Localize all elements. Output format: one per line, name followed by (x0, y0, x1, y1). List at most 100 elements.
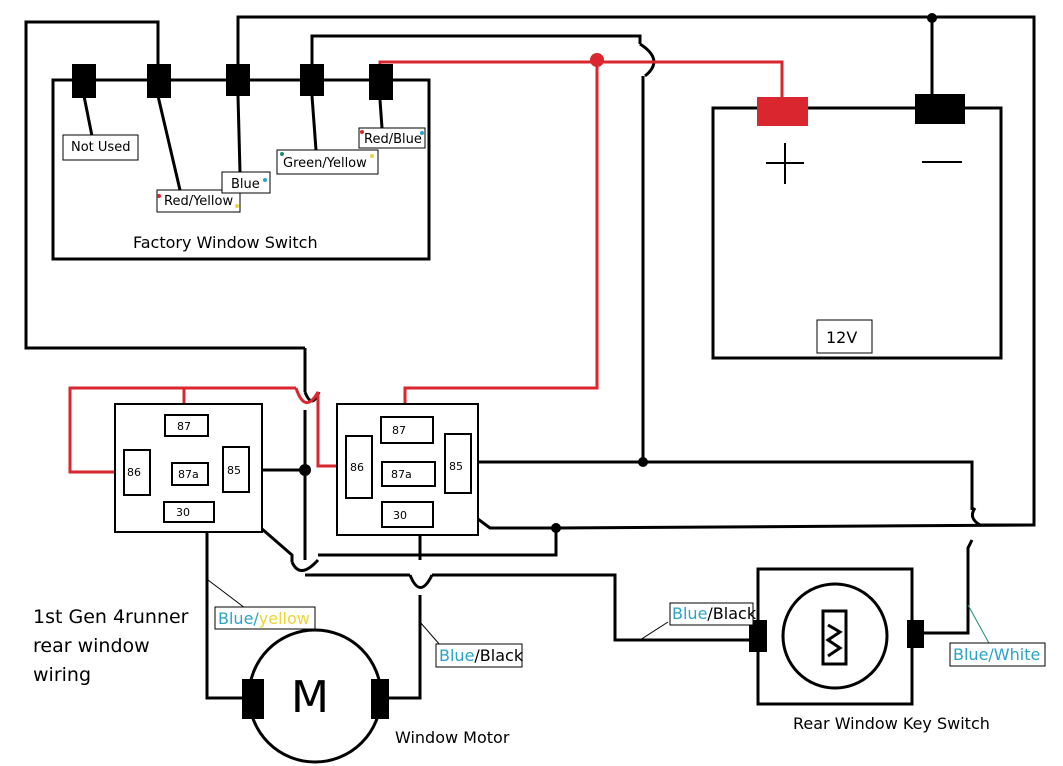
wire-keyswitch-right-riser (920, 539, 974, 635)
label-box-red-blue (358, 127, 426, 149)
label-blue-black-key: Blue/Black (672, 604, 757, 623)
relay-left-label-87a: 87a (178, 468, 199, 481)
wire-greenyellow-hop (639, 42, 656, 78)
relay-left-pin-87a (171, 462, 209, 486)
relay-left-label-30: 30 (176, 506, 190, 519)
relay-right: 87 86 87a 85 30 (336, 403, 479, 536)
voltage-label-box (816, 319, 873, 354)
leader-blue-black-motor (419, 621, 441, 646)
relay-right-label-87a: 87a (391, 468, 412, 481)
label-blue: Blue (231, 177, 260, 192)
thin-leaders (207, 579, 991, 646)
leader-not-used (82, 95, 94, 137)
window-motor: M Window Motor (242, 628, 510, 764)
battery-body (711, 106, 1003, 360)
red-junction-dot (590, 53, 604, 67)
wire-right-30-hop (408, 574, 434, 589)
factory-window-switch: Factory Window Switch Not Used Red/Yello… (51, 64, 431, 261)
green-dot-icon (280, 152, 284, 156)
label-not-used: Not Used (71, 140, 130, 155)
switch-terminal-red-yellow (147, 64, 171, 98)
relay-right-label-87: 87 (392, 424, 406, 437)
leader-blue-black-key (639, 621, 669, 641)
label-box-red-yellow (156, 189, 241, 213)
junction-dot-left-bus (299, 464, 311, 476)
relay-right-label-30: 30 (393, 509, 407, 522)
relay-right-pin-30 (381, 501, 434, 528)
label-box-green-yellow (276, 149, 379, 175)
relay-left: 87 86 87a 85 30 (114, 403, 263, 533)
motor-symbol: M (291, 672, 329, 723)
motor-terminal-left (242, 679, 264, 719)
relay-left-label-85: 85 (227, 464, 241, 477)
label-blue-white: Blue/White (953, 645, 1040, 664)
relay-right-pin-87 (380, 416, 434, 444)
junction-dot-87a (551, 523, 561, 533)
label-red-blue: Red/Blue (364, 132, 422, 147)
relay-left-pin-87 (164, 414, 209, 437)
leader-blue-yellow (207, 579, 246, 609)
yellow-dot-icon (235, 204, 239, 208)
relay-right-pin-86 (345, 435, 373, 499)
wire-red-hop (294, 387, 320, 404)
label-box-not-used (62, 134, 139, 161)
junction-dot-85 (638, 457, 648, 467)
relay-right-pin-85 (444, 433, 472, 494)
wire-color-labels: Blue/yellow Blue/Black Blue/Black Blue/W… (214, 602, 1046, 668)
label-green-yellow: Green/Yellow (283, 156, 367, 171)
leader-red-blue (378, 99, 384, 129)
label-blue-yellow: Blue/yellow (218, 609, 310, 628)
rear-window-key-switch: Rear Window Key Switch (749, 567, 990, 733)
label-box-blue-white (949, 642, 1046, 667)
black-wires (24, 15, 1036, 700)
relay-right-label-86: 86 (350, 461, 364, 474)
key-switch-terminal-left (749, 620, 767, 652)
key-switch-terminal-right (907, 620, 924, 648)
switch-terminal-red-blue (369, 64, 393, 100)
label-blue-black-motor: Blue/Black (439, 646, 524, 665)
label-box-blue (221, 171, 271, 194)
yellow-dot-icon-2 (370, 154, 374, 158)
label-box-blue-black-motor (435, 643, 523, 668)
label-box-blue-yellow (214, 606, 316, 630)
wire-left-87a-bus (318, 528, 558, 557)
red-dot-icon-2 (360, 130, 364, 134)
leader-blue (236, 95, 242, 173)
wire-right-87a-diagonal (427, 480, 1035, 530)
switch-terminal-green-yellow (300, 64, 324, 96)
title-line-3: wiring (33, 664, 91, 686)
switch-terminal-blue (226, 64, 250, 96)
relay-left-pin-86 (123, 449, 151, 496)
junction-dot-top (927, 13, 937, 23)
relay-left-label-86: 86 (127, 466, 141, 479)
motor-terminal-right (371, 679, 389, 719)
factory-switch-title: Factory Window Switch (133, 233, 318, 252)
battery: 12V (711, 94, 1003, 360)
wire-left-relay-30 (205, 522, 245, 700)
relay-left-pin-30 (163, 501, 215, 523)
wire-red-left-loop (68, 386, 186, 474)
leader-red-yellow (156, 95, 182, 191)
wire-red-to-relays (403, 62, 599, 404)
switch-terminal-not-used (72, 64, 96, 98)
key-switch-label: Rear Window Key Switch (793, 714, 990, 733)
wire-right-30-down (387, 595, 422, 700)
battery-negative-terminal (915, 94, 965, 124)
key-teeth-icon (825, 623, 843, 658)
relay-right-pin-87a (381, 461, 436, 487)
battery-positive-terminal (757, 97, 808, 126)
title-line-1: 1st Gen 4runner (33, 606, 189, 628)
diagram-title: 1st Gen 4runner rear window wiring (33, 606, 189, 686)
wire-bus-to-keyswitch-2 (432, 573, 752, 642)
blue-dot-icon-2 (420, 131, 424, 135)
motor-label: Window Motor (395, 728, 510, 747)
wire-left-87a-hop (290, 558, 320, 572)
red-dot-icon (157, 194, 161, 198)
key-slot-icon (821, 609, 848, 666)
wire-redyellow-terminal-left (24, 20, 305, 350)
wire-greenyellow-top (310, 34, 642, 64)
wire-blue-hop-right (970, 507, 981, 527)
title-line-2: rear window (33, 635, 150, 657)
relay-right-label-85: 85 (449, 460, 463, 473)
